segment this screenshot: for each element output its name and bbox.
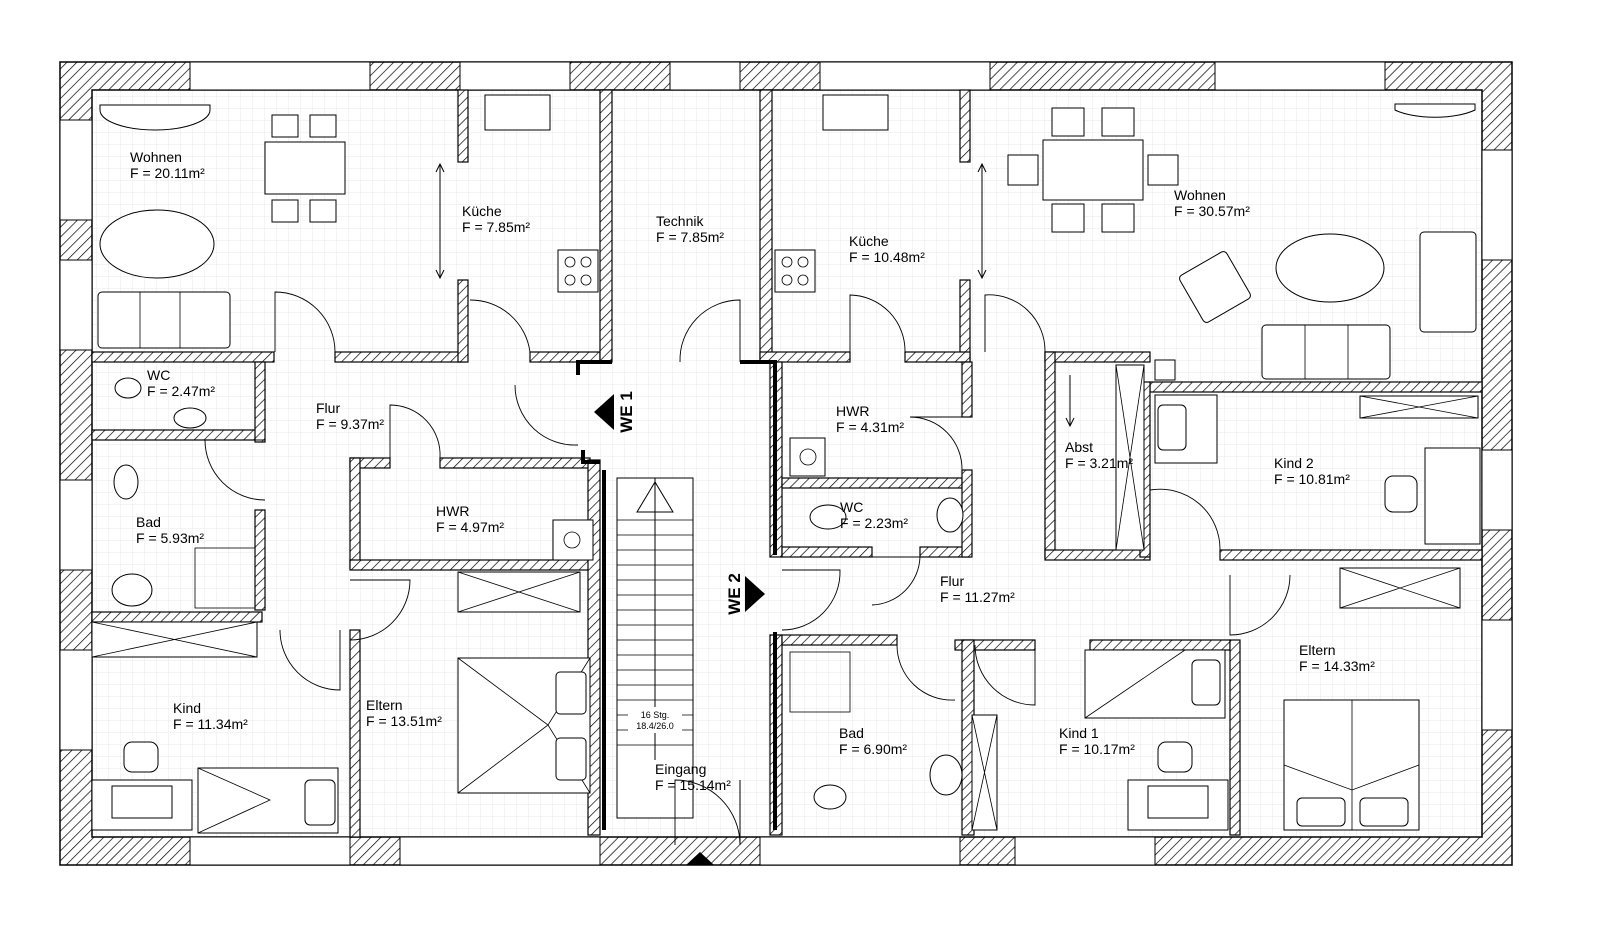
room-name-kind1: Kind 1 — [1059, 725, 1099, 741]
room-name-hwr-right: HWR — [836, 403, 869, 419]
room-area-hwr-left: F = 4.97m² — [436, 519, 504, 535]
room-name-bad-right: Bad — [839, 725, 864, 741]
we1-arrow — [594, 394, 614, 430]
room-area-wohnen-left: F = 20.11m² — [130, 165, 205, 181]
room-area-kind-left: F = 11.34m² — [173, 716, 248, 732]
room-name-eltern-left: Eltern — [366, 697, 403, 713]
unit-label-we1: WE 1 — [617, 391, 636, 433]
room-name-abst: Abst — [1065, 439, 1093, 455]
room-name-technik: Technik — [656, 213, 704, 229]
room-name-wc-right: WC — [840, 499, 863, 515]
room-name-eingang: Eingang — [655, 761, 706, 777]
room-name-kind-left: Kind — [173, 700, 201, 716]
room-area-abst: F = 3.21m² — [1065, 455, 1133, 471]
doors — [204, 162, 1291, 846]
we1-text: WE 1 — [617, 391, 636, 433]
room-name-wohnen-left: Wohnen — [130, 149, 182, 165]
room-area-wc-left: F = 2.47m² — [147, 383, 215, 399]
room-name-kueche-right: Küche — [849, 233, 889, 249]
unit-label-we2: WE 2 — [725, 573, 744, 615]
floor-area — [70, 75, 1500, 855]
room-area-flur-left: F = 9.37m² — [316, 416, 384, 432]
room-area-flur-right: F = 11.27m² — [940, 589, 1015, 605]
outer-wall — [59, 61, 1513, 866]
room-area-kind1: F = 10.17m² — [1059, 741, 1135, 757]
room-name-kind2: Kind 2 — [1274, 455, 1314, 471]
room-area-wc-right: F = 2.23m² — [840, 515, 908, 531]
room-name-hwr-left: HWR — [436, 503, 469, 519]
room-name-wohnen-right: Wohnen — [1174, 187, 1226, 203]
furniture-right — [774, 94, 1481, 831]
room-name-kueche-left: Küche — [462, 203, 502, 219]
room-area-eltern-left: F = 13.51m² — [366, 713, 442, 729]
room-area-wohnen-right: F = 30.57m² — [1174, 203, 1250, 219]
room-area-eingang: F = 15.14m² — [655, 777, 731, 793]
room-name-flur-left: Flur — [316, 400, 340, 416]
furniture-left — [91, 94, 599, 834]
room-name-eltern-right: Eltern — [1299, 642, 1336, 658]
room-name-wc-left: WC — [147, 367, 170, 383]
entrance-marker — [686, 852, 714, 865]
stair-ratio-label: 18.4/26.0 — [636, 721, 674, 731]
room-area-kind2: F = 10.81m² — [1274, 471, 1350, 487]
room-area-bad-right: F = 6.90m² — [839, 741, 907, 757]
we2-text: WE 2 — [725, 573, 744, 615]
room-area-hwr-right: F = 4.31m² — [836, 419, 904, 435]
room-area-technik: F = 7.85m² — [656, 229, 724, 245]
staircase: 16 Stg. 18.4/26.0 — [616, 477, 694, 819]
room-area-eltern-right: F = 14.33m² — [1299, 658, 1375, 674]
room-area-bad-left: F = 5.93m² — [136, 530, 204, 546]
partition-lines — [576, 360, 777, 830]
windows — [59, 61, 1513, 866]
room-name-bad-left: Bad — [136, 514, 161, 530]
room-area-kueche-left: F = 7.85m² — [462, 219, 530, 235]
room-name-flur-right: Flur — [940, 573, 964, 589]
room-area-kueche-right: F = 10.48m² — [849, 249, 925, 265]
we2-arrow — [745, 576, 765, 612]
stair-steps-label: 16 Stg. — [641, 710, 670, 720]
